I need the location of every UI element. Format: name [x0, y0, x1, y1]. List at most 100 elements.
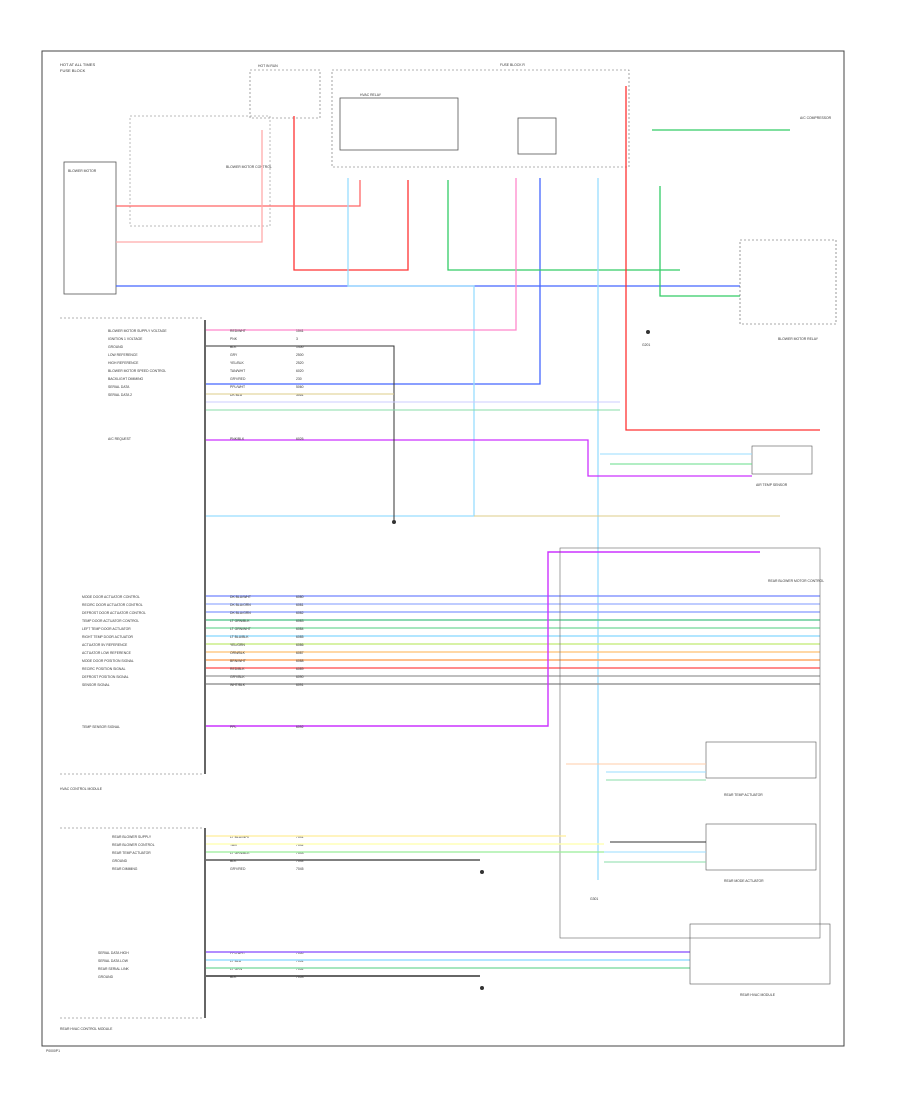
actuator-label: RECIRC POSITION SIGNAL — [82, 667, 126, 671]
hvac-pin-label: GROUND — [108, 345, 124, 349]
left-blower-control-label: BLOWER MOTOR CONTROL — [226, 165, 272, 169]
diagram-frame — [41, 50, 845, 1047]
actuator-label: RIGHT TEMP DOOR ACTUATOR — [82, 635, 133, 639]
wire-lightblue — [206, 178, 475, 517]
wire-color-label: YEL/BLK — [230, 361, 244, 365]
actuator-labels: MODE DOOR ACTUATOR CONTROL RECIRC DOOR A… — [82, 595, 146, 729]
rear-serial-label: SERIAL DATA LOW — [98, 959, 129, 963]
rear-pin-circuits: 7041 7042 7043 7044 7045 — [296, 835, 304, 871]
circuit-number: 1450 — [296, 345, 304, 349]
wire-color-label: GRY — [230, 353, 238, 357]
actuator-circuit: 6084 — [296, 627, 304, 631]
rear-mode-actuator-box — [705, 823, 817, 871]
actuator-circuit: 6083 — [296, 619, 304, 623]
wire-color-label: PNK — [230, 337, 238, 341]
rear-temp-actuator-box — [705, 741, 817, 779]
ground-g1-label: G201 — [642, 343, 650, 347]
actuator-wires — [206, 551, 820, 727]
rear-pin-circuit: 7045 — [296, 867, 304, 871]
fuse-block-box — [249, 69, 321, 119]
hvac-pin-label: A/C REQUEST — [108, 437, 131, 441]
circuit-number: 6026 — [296, 437, 304, 441]
actuator-circuit: 6087 — [296, 651, 304, 655]
rear-mode-actuator-label: REAR MODE ACTUATOR — [724, 879, 764, 883]
ground-g2-icon — [392, 520, 396, 524]
central-module-title: FUSE BLOCK R — [500, 63, 525, 67]
actuator-circuit: 6082 — [296, 611, 304, 615]
rear-pin-circuit: 7041 — [296, 835, 304, 839]
circuit-number: 1041 — [296, 329, 304, 333]
rear-pin-color: TAN — [230, 843, 237, 847]
wire-color-label: DK BLU — [230, 393, 243, 397]
rear-serial-color: PPL/WHT — [230, 951, 245, 955]
actuator-wire — [206, 551, 760, 727]
actuator-label: RECIRC DOOR ACTUATOR CONTROL — [82, 603, 143, 607]
actuator-color: LT BLU/BLK — [230, 635, 249, 639]
rear-serial-color: LT BLU — [230, 959, 242, 963]
actuator-circuit: 6090 — [296, 675, 304, 679]
hvac-pin-label: BACKLIGHT DIMMING — [108, 377, 144, 381]
rear-pin-label: REAR TEMP ACTUATOR — [112, 851, 151, 855]
actuator-color: RED/BLK — [230, 667, 245, 671]
rear-pin-label: REAR BLOWER CONTROL — [112, 843, 155, 847]
rear-module-title: REAR HVAC CONTROL MODULE — [60, 1027, 113, 1031]
rear-pin-color: LT BLU/WHT — [230, 835, 250, 839]
header-hot-label: HOT AT ALL TIMES — [60, 62, 95, 67]
hvac-pin-label: SERIAL DATA 2 — [108, 393, 132, 397]
actuator-color: DK BLU/GRN — [230, 611, 251, 615]
actuator-color: DK BLU/ORN — [230, 603, 251, 607]
fuse-block-title: HOT IN RUN — [258, 64, 278, 68]
ac-compressor-label: A/C COMPRESSOR — [800, 116, 832, 120]
hvac-pin-wires — [206, 345, 620, 520]
rear-actuator-wires — [566, 763, 706, 863]
circuit-number: 230 — [296, 377, 302, 381]
rear-pin-label: REAR BLOWER SUPPLY — [112, 835, 152, 839]
rear-blower-label: REAR BLOWER MOTOR CONTROL — [768, 579, 824, 583]
wire-pink-right — [206, 178, 517, 331]
actuator-label: LEFT TEMP DOOR ACTUATOR — [82, 627, 131, 631]
actuator-label: ACTUATOR LOW REFERENCE — [82, 651, 132, 655]
wire-color-label: TAN/WHT — [230, 369, 245, 373]
hvac-pin-labels: BLOWER MOTOR SUPPLY VOLTAGE IGNITION 1 V… — [108, 329, 167, 441]
air-sensor-label: AIR TEMP SENSOR — [756, 483, 788, 487]
circuit-number: 5060 — [296, 385, 304, 389]
rear-pin-colors: LT BLU/WHT TAN LT GRN/BLK BLK GRY/RED — [230, 835, 250, 871]
hvac-module-title: HVAC CONTROL MODULE — [60, 787, 103, 791]
rear-pin-wires — [206, 835, 604, 861]
rear-pin-color: LT GRN/BLK — [230, 851, 250, 855]
actuator-label: DEFROST POSITION SIGNAL — [82, 675, 129, 679]
wire-pink-to-blower — [116, 130, 263, 243]
rear-serial-circuit: 7053 — [296, 975, 304, 979]
actuator-label: DEFROST DOOR ACTUATOR CONTROL — [82, 611, 146, 615]
wire-green-top — [447, 180, 680, 271]
blower-relay-label: BLOWER MOTOR RELAY — [778, 337, 819, 341]
relay-hvac-label: HVAC RELAY — [360, 93, 382, 97]
hvac-module-outline — [60, 317, 204, 775]
actuator-color: WHT/BLK — [230, 683, 246, 687]
rear-serial-label: GROUND — [98, 975, 114, 979]
rear-pin-color: GRY/RED — [230, 867, 246, 871]
relay-right-box — [517, 117, 557, 155]
actuator-label: ACTUATOR 5V REFERENCE — [82, 643, 128, 647]
rear-pin-circuit: 7042 — [296, 843, 304, 847]
actuator-label: SENSOR SIGNAL — [82, 683, 110, 687]
rear-pin-color: BLK — [230, 859, 237, 863]
circuit-number: 2520 — [296, 361, 304, 365]
actuator-color: DK BLU/WHT — [230, 595, 251, 599]
wire-red-loop — [293, 116, 409, 271]
wire-color-label: PPL/WHT — [230, 385, 245, 389]
wire-red-to-blower — [116, 180, 361, 207]
actuator-circuit: 6092 — [296, 725, 304, 729]
rear-serial-labels: SERIAL DATA HIGH SERIAL DATA LOW REAR SE… — [98, 951, 130, 979]
actuator-label: TEMP SENSOR SIGNAL — [82, 725, 120, 729]
circuit-number: 3 — [296, 337, 298, 341]
rear-temp-actuator-label: REAR TEMP ACTUATOR — [724, 793, 763, 797]
wire-blue-vertical — [206, 178, 541, 385]
actuator-circuit: 6085 — [296, 635, 304, 639]
ground-g301-label: G301 — [590, 897, 598, 901]
rear-serial-label: SERIAL DATA HIGH — [98, 951, 129, 955]
hvac-pin-label: SERIAL DATA — [108, 385, 130, 389]
left-blower-module-label: BLOWER MOTOR — [68, 169, 97, 173]
wire-green-right2 — [659, 186, 740, 297]
hvac-pin-label: HIGH REFERENCE — [108, 361, 139, 365]
